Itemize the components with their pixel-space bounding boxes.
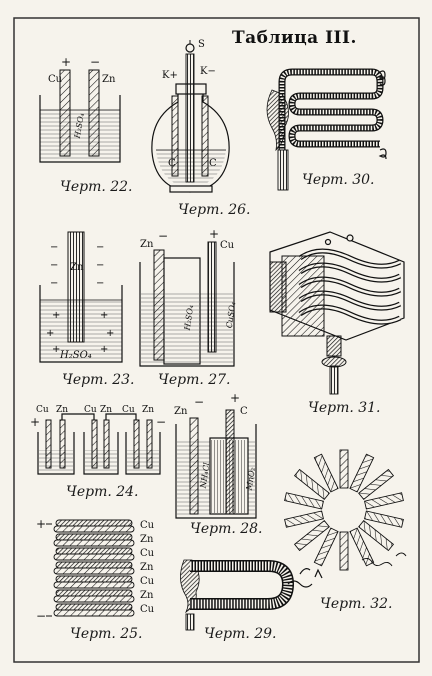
- fig25-plus: +: [36, 517, 46, 531]
- fig28-mno-label: MnO₂: [245, 467, 257, 492]
- pile-metal-label: Zn: [140, 562, 154, 573]
- fig22-minus: −: [90, 55, 100, 69]
- fig26-c-left: C: [168, 158, 176, 169]
- fig26-c-right: C: [209, 158, 217, 169]
- fig24-zn-2: Zn: [100, 405, 112, 415]
- fig28-nh-label: NH₄Cl: [199, 462, 212, 490]
- svg-text:−: −: [158, 229, 168, 243]
- pile-metal-label: Zn: [140, 534, 154, 545]
- fig22-cu-label: Cu: [48, 74, 63, 85]
- svg-text:−: −: [96, 242, 104, 253]
- svg-text:−: −: [50, 242, 58, 253]
- pile-metal-label: Cu: [140, 604, 155, 615]
- fig26-s-label: S: [198, 39, 205, 50]
- star-bar: [349, 527, 375, 567]
- star-bar: [293, 519, 330, 552]
- svg-text:+: +: [52, 344, 60, 355]
- svg-text:+: +: [46, 328, 54, 339]
- svg-text:−: −: [50, 260, 58, 271]
- svg-text:−: −: [96, 278, 104, 289]
- caption-fig-29: Черт. 29.: [204, 626, 277, 642]
- figure-32-star-thermopile: [284, 449, 407, 571]
- figure-30-coil: [266, 68, 387, 191]
- star-bar: [364, 510, 404, 528]
- pile-disc: [53, 533, 135, 547]
- fig27-acid-label: H₂SO₄: [183, 304, 196, 331]
- fig24-cu-3: Cu: [122, 405, 135, 415]
- fig28-zn-label: Zn: [174, 406, 188, 417]
- star-bar: [339, 531, 349, 571]
- pile-metal-label: Cu: [140, 520, 155, 531]
- svg-text:+: +: [100, 310, 108, 321]
- svg-text:+: +: [209, 227, 219, 241]
- fig27-zn-label: Zn: [140, 239, 154, 250]
- plate-frame: [13, 17, 420, 663]
- star-bar: [364, 492, 404, 510]
- plate-title: Таблица III.: [232, 28, 357, 48]
- fig24-minus: −: [156, 415, 166, 429]
- caption-fig-32: Черт. 32.: [320, 596, 393, 612]
- pile-metal-label: Zn: [140, 590, 154, 601]
- star-bar: [313, 453, 339, 493]
- fig23-acid-label: H₂SO₄: [59, 350, 92, 361]
- pile-disc: [53, 603, 135, 617]
- svg-text:+: +: [106, 328, 114, 339]
- caption-fig-31: Черт. 31.: [308, 400, 381, 416]
- caption-fig-26: Черт. 26.: [178, 202, 251, 218]
- fig27-cu-label: Cu: [220, 240, 235, 251]
- svg-text:+: +: [100, 344, 108, 355]
- star-bar: [349, 453, 375, 493]
- figure-24-battery-series: Cu Zn Cu Zn Cu Zn + −: [30, 405, 166, 475]
- svg-text:−: −: [96, 260, 104, 271]
- fig24-zn-3: Zn: [142, 405, 154, 415]
- caption-fig-22: Черт. 22.: [60, 179, 133, 195]
- fig22-plus: +: [61, 55, 71, 69]
- fig22-zn-label: Zn: [102, 74, 116, 85]
- star-bar: [284, 492, 324, 510]
- svg-text:+: +: [230, 391, 240, 405]
- star-bar: [313, 527, 339, 567]
- pile-disc: [53, 589, 135, 603]
- svg-text:−: −: [194, 395, 204, 409]
- star-bar: [284, 510, 324, 528]
- fig24-cu-1: Cu: [36, 405, 49, 415]
- fig23-zn-label: Zn: [70, 262, 84, 273]
- figure-29-horseshoe-thermo: [180, 559, 323, 631]
- pile-disc: [53, 575, 135, 589]
- star-bar: [358, 519, 395, 552]
- figure-22-galvanic-cell: Cu Zn + − H₂SO₄: [39, 55, 121, 163]
- pile-metal-label: Cu: [140, 548, 155, 559]
- svg-text:+: +: [52, 310, 60, 321]
- figure-23-zinc-in-acid: Zn + + + + + + − − − − − − H₂SO₄: [39, 231, 123, 363]
- figure-26-flask-cell: S K+ K− C C: [151, 39, 230, 193]
- figure-27-daniell-cell: Zn Cu − + H₂SO₄ CuSO₄: [139, 227, 238, 367]
- fig25-minus: −: [36, 609, 46, 623]
- pile-disc: [53, 561, 135, 575]
- fig24-zn-1: Zn: [56, 405, 68, 415]
- star-bar: [339, 449, 349, 489]
- caption-fig-23: Черт. 23.: [62, 372, 135, 388]
- pile-disc: [53, 547, 135, 561]
- caption-fig-25: Черт. 25.: [70, 626, 143, 642]
- fig24-plus: +: [30, 415, 40, 429]
- fig27-salt-label: CuSO₄: [225, 301, 238, 329]
- svg-text:−: −: [50, 278, 58, 289]
- star-bar: [358, 468, 395, 501]
- figure-31-thermopile: [269, 231, 405, 395]
- fig26-kplus-label: K+: [162, 70, 178, 81]
- fig28-c-label: C: [240, 406, 248, 417]
- caption-fig-24: Черт. 24.: [66, 484, 139, 500]
- caption-fig-27: Черт. 27.: [158, 372, 231, 388]
- pile-disc: [53, 519, 135, 533]
- fig24-cu-2: Cu: [84, 405, 97, 415]
- star-bar: [293, 468, 330, 501]
- figure-28-leclanche-cell: Zn C − + NH₄Cl MnO₂: [174, 391, 257, 519]
- caption-fig-28: Черт. 28.: [190, 521, 263, 537]
- caption-fig-30: Черт. 30.: [302, 172, 375, 188]
- pile-metal-label: Cu: [140, 576, 155, 587]
- fig26-kminus-label: K−: [200, 66, 216, 77]
